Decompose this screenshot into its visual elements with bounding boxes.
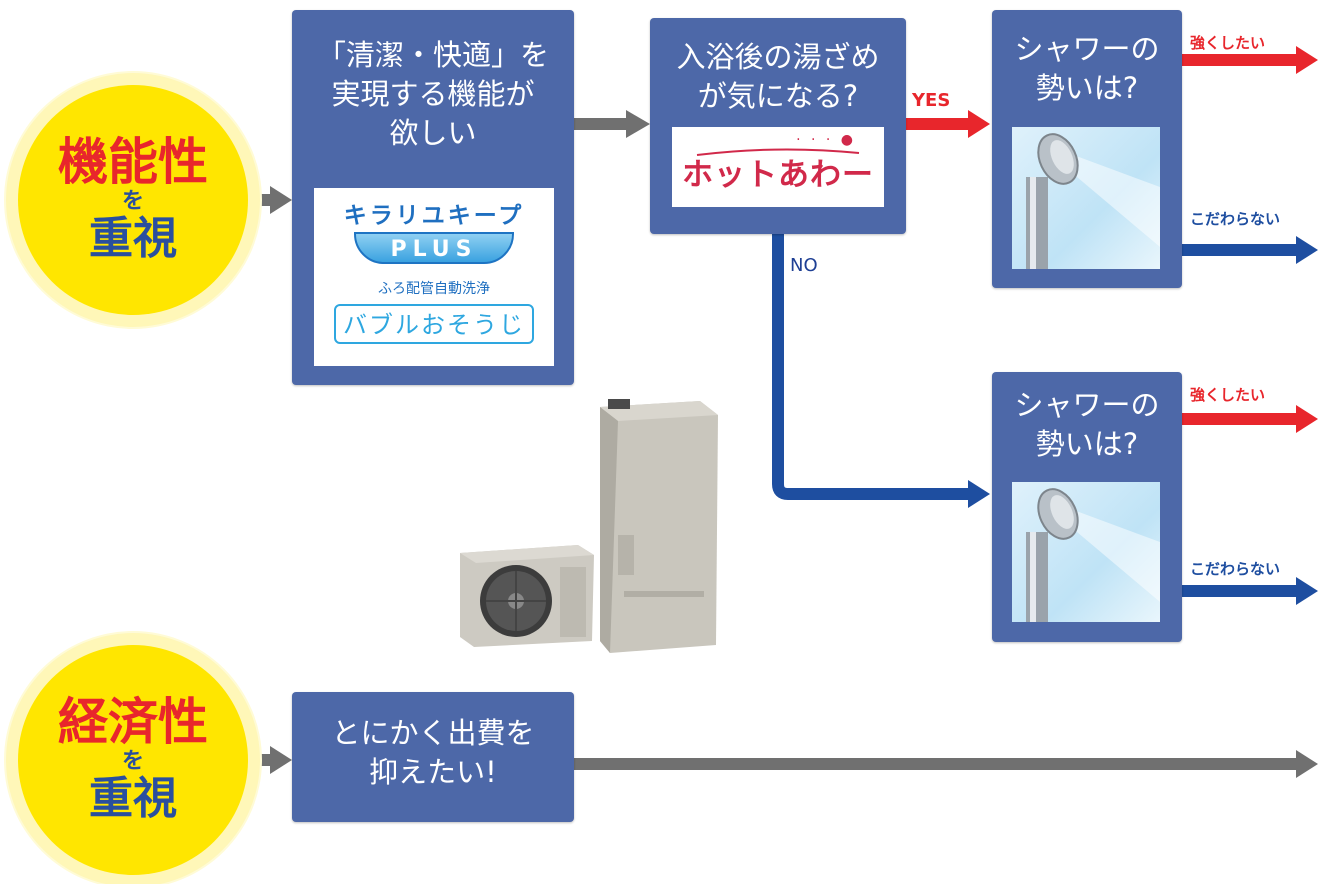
arrow-head	[270, 746, 292, 774]
circle-title: 機能性	[58, 133, 208, 192]
arrow-head	[1296, 577, 1318, 605]
logo-bubble-text: バブルおそうじ	[334, 304, 534, 344]
logo-swoosh	[696, 148, 860, 156]
arrow-head	[1296, 405, 1318, 433]
circle-focus: 重視	[89, 213, 177, 265]
box-line: 抑えたい!	[369, 755, 497, 790]
shower-image-top	[1012, 127, 1160, 269]
box-line: とにかく出費を	[331, 716, 535, 750]
water-heater-illustration	[460, 399, 718, 653]
kirari-keep-logo: キラリユキープ PLUS ふろ配管自動洗浄 バブルおそうじ	[314, 188, 554, 366]
circle-title: 経済性	[58, 693, 208, 752]
box-line: 「清潔・快適」を	[316, 38, 549, 72]
box-line: 欲しい	[389, 116, 477, 151]
arrow-head	[1296, 46, 1318, 74]
arrow-head	[1296, 750, 1318, 778]
no-label: NO	[790, 255, 818, 276]
arrow-no	[772, 234, 970, 500]
box-line: 勢いは?	[1035, 71, 1139, 106]
logo-furo-text: ふろ配管自動洗浄	[378, 281, 490, 297]
arrow-head	[270, 186, 292, 214]
box-line: シャワーの	[1014, 32, 1160, 66]
hot-awa-logo: · · · ● ホットあわー	[672, 127, 884, 207]
logo-hot-text: ホットあわー	[682, 157, 874, 193]
shower-head-icon	[1026, 133, 1160, 269]
circle-focus: 重視	[89, 773, 177, 825]
product-image	[460, 395, 720, 660]
shower-head-icon	[1026, 488, 1160, 622]
function-priority-circle: 機能性 を 重視	[18, 85, 248, 315]
circle-particle: を	[121, 748, 144, 774]
box-line: 勢いは?	[1035, 427, 1139, 462]
box-line: 入浴後の湯ざめ	[676, 40, 880, 74]
arrow-head	[1296, 236, 1318, 264]
arrow-head	[968, 480, 990, 508]
box-line: シャワーの	[1014, 388, 1160, 422]
strong-label-bottom: 強くしたい	[1190, 386, 1266, 404]
yes-label: YES	[912, 90, 951, 111]
arrow-head	[626, 110, 650, 138]
economy-box: とにかく出費を 抑えたい!	[292, 692, 574, 822]
shower-image-bottom	[1012, 482, 1160, 622]
indifferent-label-top: こだわらない	[1190, 210, 1281, 228]
arrow-head	[968, 110, 990, 138]
economy-priority-circle: 経済性 を 重視	[18, 645, 248, 875]
indifferent-label-bottom: こだわらない	[1190, 560, 1281, 578]
circle-particle: を	[121, 188, 144, 214]
strong-label-top: 強くしたい	[1190, 34, 1266, 52]
box-line: 実現する機能が	[331, 77, 535, 112]
logo-dots: · · · ●	[796, 132, 856, 148]
logo-kirari-text: キラリユキープ	[343, 203, 525, 229]
logo-plus-text: PLUS	[354, 232, 514, 264]
box-line: が気になる?	[697, 79, 859, 114]
